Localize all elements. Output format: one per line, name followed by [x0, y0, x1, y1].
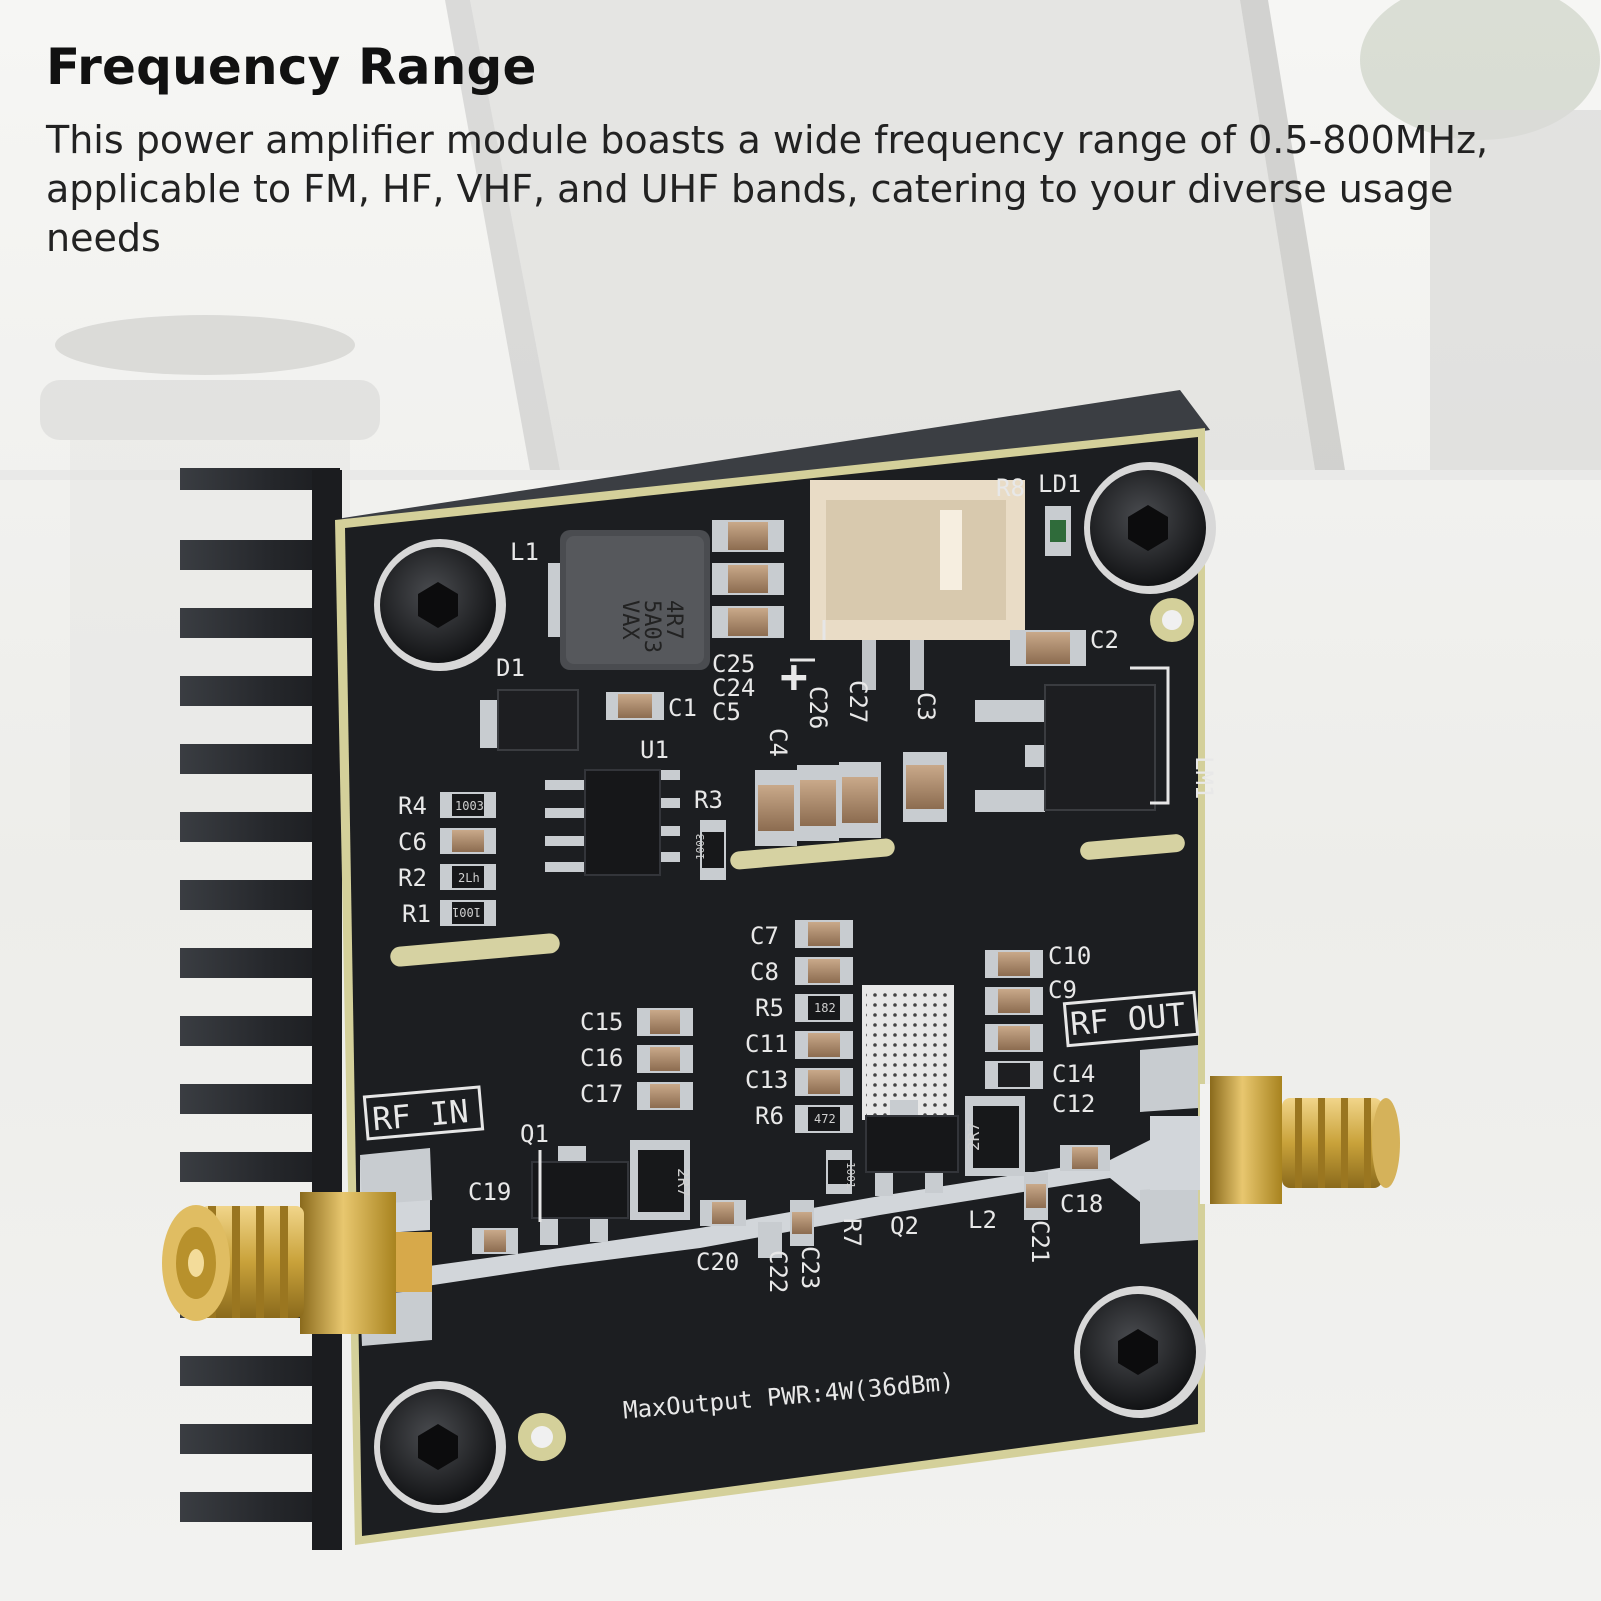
- chip-u1: [545, 769, 680, 876]
- marking-r3: 1003: [694, 834, 707, 861]
- component-markings: 1003 2Lh 1001 1003 182 472 1001 2R7 2R7: [452, 799, 983, 1197]
- sma-connector-input: [162, 1192, 432, 1334]
- passive-column-right: [985, 950, 1043, 1089]
- label-d1: D1: [496, 654, 525, 682]
- label-c22: C22: [764, 1250, 792, 1293]
- capacitor-row: [755, 752, 947, 846]
- label-c8: C8: [750, 958, 779, 986]
- screw-icon: [374, 1381, 506, 1513]
- transistor-q2: [865, 1100, 959, 1196]
- section-description: This power amplifier module boasts a wid…: [46, 118, 1489, 260]
- passive-column-lower-left: [637, 1008, 693, 1110]
- resistor-r3: [700, 820, 726, 880]
- marking-r4: 1003: [455, 799, 484, 813]
- label-c16: C16: [580, 1044, 623, 1072]
- label-c9: C9: [1048, 976, 1077, 1004]
- label-c12: C12: [1052, 1090, 1095, 1118]
- label-ld1: LD1: [1038, 470, 1081, 498]
- screw-icon: [1074, 1286, 1206, 1418]
- inductor-marking: 4R7: [661, 600, 686, 640]
- marking-r6: 472: [814, 1112, 836, 1126]
- power-connector: [810, 480, 1025, 690]
- label-c27: C27: [844, 680, 872, 723]
- label-plus: +: [780, 649, 808, 703]
- label-c14: C14: [1052, 1060, 1095, 1088]
- label-r7: R7: [838, 1218, 866, 1247]
- label-c26: C26: [804, 686, 832, 729]
- transistor-q1: [531, 1146, 629, 1245]
- label-lm1: LM1: [1190, 756, 1218, 799]
- label-c25: C25: [712, 650, 755, 678]
- label-c7: C7: [750, 922, 779, 950]
- label-c10: C10: [1048, 942, 1091, 970]
- label-l2: L2: [968, 1206, 997, 1234]
- sma-connector-output: [1150, 1076, 1400, 1204]
- label-c6: C6: [398, 828, 427, 856]
- label-c19: C19: [468, 1178, 511, 1206]
- rf-small-parts: [472, 1145, 1110, 1258]
- marking-q1-ind: 2R7: [674, 1168, 693, 1197]
- label-rf-in: RF IN: [371, 1092, 470, 1138]
- label-r8: R8: [996, 474, 1025, 502]
- led-ld1: [1045, 506, 1071, 556]
- inductor-l1: 4R7 5A03 VAX: [548, 530, 710, 670]
- diode-d1: [480, 689, 579, 751]
- label-c23: C23: [796, 1246, 824, 1289]
- label-r4: R4: [398, 792, 427, 820]
- screw-icon: [374, 539, 506, 671]
- inductor-q1-side: [630, 1140, 690, 1220]
- marking-r7: 1001: [844, 1162, 857, 1189]
- label-c21: C21: [1026, 1220, 1054, 1263]
- capacitor-c2: [1010, 630, 1086, 666]
- passive-column-left: [440, 792, 496, 926]
- marking-l2-ind: 2R7: [964, 1122, 983, 1151]
- label-c5: C5: [712, 698, 741, 726]
- section-heading: Frequency Range: [46, 38, 537, 96]
- label-c15: C15: [580, 1008, 623, 1036]
- label-q1: Q1: [520, 1120, 549, 1148]
- label-r3: R3: [694, 786, 723, 814]
- marking-r5: 182: [814, 1001, 836, 1015]
- label-c13: C13: [745, 1066, 788, 1094]
- label-c1: C1: [668, 694, 697, 722]
- label-c18: C18: [1060, 1190, 1103, 1218]
- label-c17: C17: [580, 1080, 623, 1108]
- via-field: [862, 985, 954, 1120]
- label-c3: C3: [912, 692, 940, 721]
- label-r1: R1: [402, 900, 431, 928]
- marking-r2: 2Lh: [458, 871, 480, 885]
- inductor-marking: 5A03: [639, 600, 664, 653]
- regulator-lm1: [975, 666, 1170, 812]
- label-l1: L1: [510, 538, 539, 566]
- capacitor-stack: [712, 520, 784, 638]
- screw-icon: [1084, 462, 1216, 594]
- silkscreen: [362, 620, 1200, 1222]
- label-q2: Q2: [890, 1212, 919, 1240]
- label-r6: R6: [755, 1102, 784, 1130]
- capacitor-c1: [606, 692, 664, 720]
- marking-r1: 1001: [452, 905, 481, 919]
- label-c4: C4: [764, 728, 792, 757]
- passive-column-center: [795, 920, 853, 1133]
- label-r5: R5: [755, 994, 784, 1022]
- label-c24: C24: [712, 674, 755, 702]
- label-r2: R2: [398, 864, 427, 892]
- inductor-marking: VAX: [617, 600, 642, 640]
- label-u1: U1: [640, 736, 669, 764]
- label-c2: C2: [1090, 626, 1119, 654]
- label-c11: C11: [745, 1030, 788, 1058]
- label-c20: C20: [696, 1248, 739, 1276]
- inductor-l2: [965, 1096, 1025, 1176]
